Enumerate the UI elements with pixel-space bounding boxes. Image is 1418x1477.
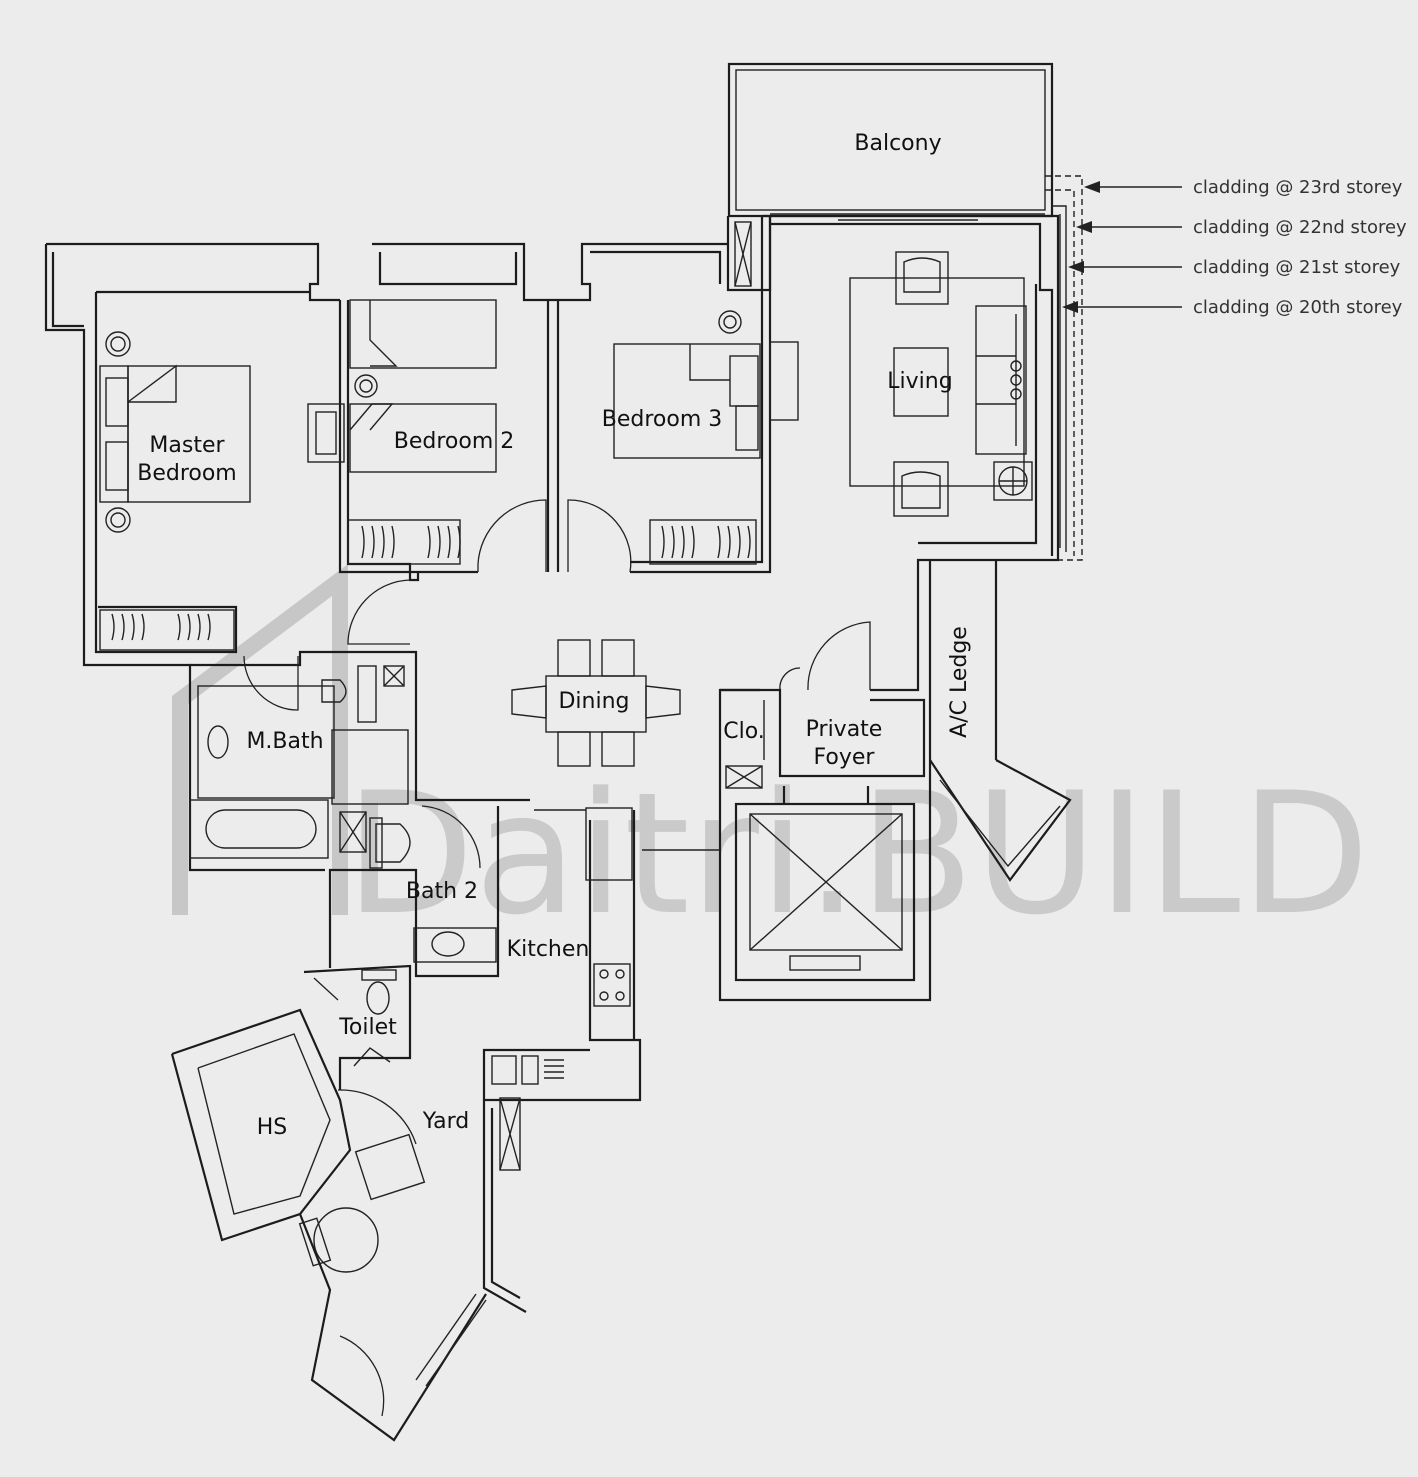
hanger-mark — [727, 525, 731, 559]
hanger-mark — [737, 525, 741, 559]
hanger-mark — [187, 613, 191, 641]
cladding-note-21: cladding @ 21st storey — [1068, 257, 1401, 278]
hanger-mark — [371, 525, 375, 559]
cladding-note-text: cladding @ 21st storey — [1193, 257, 1401, 278]
hanger-mark — [381, 525, 385, 559]
watermark: Daitri.BUILD — [172, 564, 1370, 952]
lift-shaft — [734, 786, 916, 982]
private-foyer — [720, 688, 926, 789]
label-hs: HS — [257, 1115, 288, 1140]
hanger-mark — [361, 525, 365, 559]
hanger-mark — [691, 525, 695, 559]
hanger-mark — [111, 613, 115, 641]
hanger-mark — [207, 613, 211, 641]
hanger-mark — [447, 525, 451, 559]
label-balcony: Balcony — [854, 131, 941, 156]
cladding-note-text: cladding @ 22nd storey — [1193, 217, 1407, 238]
label-bath-2: Bath 2 — [406, 879, 478, 904]
label-yard: Yard — [422, 1109, 470, 1134]
hanger-mark — [141, 613, 145, 641]
kitchen — [482, 807, 720, 1171]
cladding-note-text: cladding @ 23rd storey — [1193, 177, 1403, 198]
label-kitchen: Kitchen — [507, 937, 590, 962]
label-private-foyer-1: Private — [806, 717, 883, 742]
bedroom-3 — [613, 310, 799, 565]
cladding-notes: cladding @ 23rd storey cladding @ 22nd s… — [1062, 177, 1407, 318]
bath-2 — [328, 805, 500, 978]
label-bedroom-3: Bedroom 3 — [602, 407, 723, 432]
doors — [347, 300, 871, 691]
hanger-mark — [391, 525, 395, 559]
hanger-mark — [671, 525, 675, 559]
hanger-mark — [747, 525, 751, 559]
cladding-lines — [1045, 175, 1083, 561]
label-living: Living — [887, 369, 952, 394]
room-labels: Balcony Living Master Bedroom Bedroom 2 … — [137, 131, 972, 1140]
cladding-note-22: cladding @ 22nd storey — [1076, 217, 1407, 238]
hanger-mark — [661, 525, 665, 559]
outer-walls — [44, 214, 1060, 1002]
label-bedroom-2: Bedroom 2 — [394, 429, 515, 454]
living-furniture — [849, 251, 1033, 517]
cladding-note-20: cladding @ 20th storey — [1062, 297, 1403, 318]
hanger-mark — [681, 525, 685, 559]
label-private-foyer-2: Foyer — [814, 745, 876, 770]
hanger-mark — [427, 525, 431, 559]
hanger-mark — [457, 525, 461, 559]
label-mbath: M.Bath — [246, 729, 323, 754]
wardrobe-marks — [111, 525, 751, 641]
hanger-mark — [131, 613, 135, 641]
hanger-mark — [717, 525, 721, 559]
cladding-note-23: cladding @ 23rd storey — [1084, 177, 1403, 198]
label-master-bedroom-2: Bedroom — [137, 461, 237, 486]
dining-table — [511, 639, 681, 767]
hanger-mark — [437, 525, 441, 559]
bedroom-2 — [307, 299, 497, 565]
label-ac-ledge: A/C Ledge — [947, 626, 972, 738]
ac-ledge — [929, 759, 1072, 882]
hanger-mark — [197, 613, 201, 641]
master-bath — [189, 650, 530, 859]
master-bedroom — [99, 331, 251, 651]
hanger-mark — [121, 613, 125, 641]
label-dining: Dining — [558, 689, 629, 714]
yard-hs — [170, 1008, 527, 1442]
label-master-bedroom-1: Master — [149, 433, 225, 458]
toilet-room — [303, 964, 412, 1090]
cladding-note-text: cladding @ 20th storey — [1193, 297, 1403, 318]
hanger-mark — [177, 613, 181, 641]
label-toilet: Toilet — [338, 1015, 397, 1040]
label-clo: Clo. — [723, 719, 765, 744]
